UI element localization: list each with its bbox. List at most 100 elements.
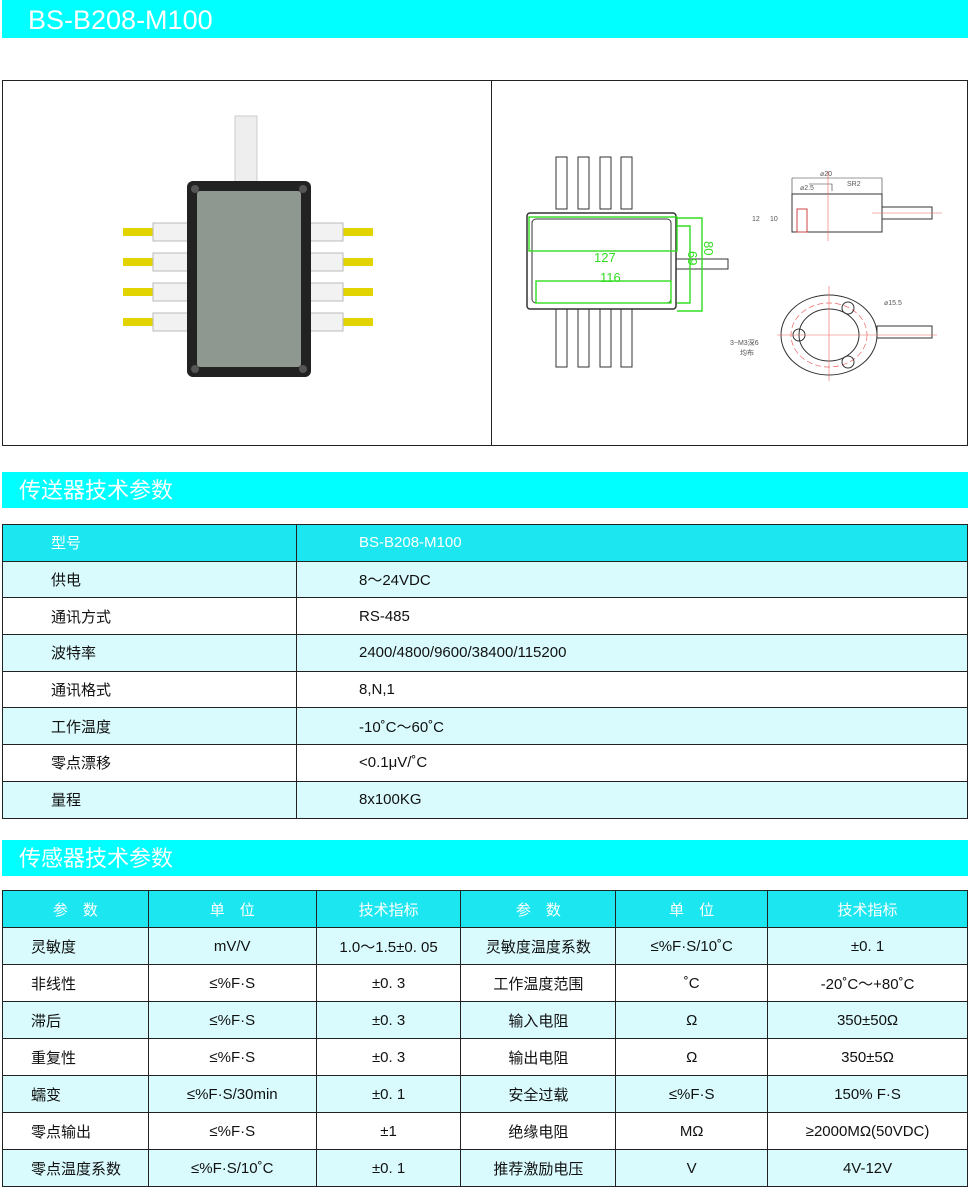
table-cell: ≥2000MΩ(50VDC) bbox=[767, 1112, 968, 1150]
table-cell: ≤%F·S bbox=[147, 964, 317, 1002]
table-cell: 技术指标 bbox=[767, 890, 968, 928]
dim-116: 116 bbox=[600, 270, 621, 285]
table-cell: 参 数 bbox=[460, 890, 617, 928]
table-cell: 单 位 bbox=[147, 890, 317, 928]
table-cell: 通讯格式 bbox=[2, 670, 297, 709]
table-cell: 通讯方式 bbox=[2, 597, 297, 636]
table-cell: 350±5Ω bbox=[767, 1038, 968, 1076]
dim-69: 69 bbox=[685, 251, 700, 265]
table-cell: 型号 bbox=[2, 524, 297, 562]
table-cell: -10˚C～60˚C bbox=[296, 707, 968, 746]
sensor-top-view bbox=[777, 286, 937, 381]
table-cell: 150% F·S bbox=[767, 1075, 968, 1113]
dim-h10: 10 bbox=[770, 216, 778, 223]
m3-note: 3−M3深6 bbox=[730, 338, 759, 347]
table-cell: V bbox=[615, 1149, 769, 1187]
sensor-section-heading: 传感器技术参数 bbox=[2, 840, 968, 876]
page-title: BS-B208-M100 bbox=[2, 0, 968, 38]
table-cell: 工作温度 bbox=[2, 707, 297, 746]
table-cell: ±0. 1 bbox=[315, 1149, 462, 1187]
dim-d20: ⌀20 bbox=[820, 171, 832, 178]
table-cell: 8～24VDC bbox=[296, 560, 968, 599]
table-cell: ≤%F·S/30min bbox=[147, 1075, 317, 1113]
table-cell: ±0. 3 bbox=[315, 964, 462, 1002]
table-cell: 非线性 bbox=[2, 964, 149, 1002]
table-cell: ±0. 1 bbox=[767, 927, 968, 965]
table-cell: 波特率 bbox=[2, 634, 297, 672]
table-cell: Ω bbox=[615, 1001, 769, 1039]
product-images: 127 116 69 80 ⌀20 ⌀2.5 SR2 12 10 ⌀15.5 3… bbox=[2, 80, 968, 446]
table-cell: RS-485 bbox=[296, 597, 968, 636]
table-row: 工作温度-10˚C～60˚C bbox=[2, 707, 968, 746]
table-cell: ≤%F·S bbox=[615, 1075, 769, 1113]
dim-h12: 12 bbox=[752, 216, 760, 223]
table-cell: 输入电阻 bbox=[460, 1001, 617, 1039]
table-cell: 零点漂移 bbox=[2, 744, 297, 782]
table-cell: 输出电阻 bbox=[460, 1038, 617, 1076]
table-cell: 工作温度范围 bbox=[460, 964, 617, 1002]
table-cell: ≤%F·S/10˚C bbox=[615, 927, 769, 965]
table-cell: 单 位 bbox=[615, 890, 769, 928]
dim-127: 127 bbox=[594, 250, 616, 265]
table-cell: 量程 bbox=[2, 780, 297, 819]
table-cell: -20˚C～+80˚C bbox=[767, 964, 968, 1002]
table-row: 零点漂移<0.1μV/˚C bbox=[2, 744, 968, 782]
table-cell: 8,N,1 bbox=[296, 670, 968, 709]
table-cell: MΩ bbox=[615, 1112, 769, 1150]
table-cell: ≤%F·S/10˚C bbox=[147, 1149, 317, 1187]
table-cell: ±0. 3 bbox=[315, 1038, 462, 1076]
box-drawing bbox=[526, 156, 729, 368]
transmitter-section-heading: 传送器技术参数 bbox=[2, 472, 968, 508]
table-cell: ±0. 3 bbox=[315, 1001, 462, 1039]
table-cell: ≤%F·S bbox=[147, 1038, 317, 1076]
table-cell: <0.1μV/˚C bbox=[296, 744, 968, 782]
table-cell: 推荐激励电压 bbox=[460, 1149, 617, 1187]
technical-drawing: 127 116 69 80 ⌀20 ⌀2.5 SR2 12 10 ⌀15.5 3… bbox=[491, 81, 968, 445]
table-cell: 技术指标 bbox=[315, 890, 462, 928]
table-cell: ≤%F·S bbox=[147, 1112, 317, 1150]
table-cell: 4V-12V bbox=[767, 1149, 968, 1187]
table-cell: ˚C bbox=[615, 964, 769, 1002]
table-cell: ±1 bbox=[315, 1112, 462, 1150]
table-cell: 零点温度系数 bbox=[2, 1149, 149, 1187]
dim-d25: ⌀2.5 bbox=[800, 185, 814, 192]
table-cell: 滞后 bbox=[2, 1001, 149, 1039]
table-cell: 灵敏度 bbox=[2, 927, 149, 965]
table-cell: 8x100KG bbox=[296, 780, 968, 819]
table-cell: 绝缘电阻 bbox=[460, 1112, 617, 1150]
product-photo bbox=[3, 81, 491, 445]
table-cell: BS-B208-M100 bbox=[296, 524, 968, 562]
sensor-side-view bbox=[791, 171, 942, 241]
table-cell: 1.0～1.5±0. 05 bbox=[315, 927, 462, 965]
table-cell: 灵敏度温度系数 bbox=[460, 927, 617, 965]
dim-80: 80 bbox=[701, 241, 716, 255]
table-cell: 2400/4800/9600/38400/115200 bbox=[296, 634, 968, 672]
table-cell: 350±50Ω bbox=[767, 1001, 968, 1039]
m3-note2: 均布 bbox=[740, 348, 754, 357]
table-cell: 安全过载 bbox=[460, 1075, 617, 1113]
table-cell: 蠕变 bbox=[2, 1075, 149, 1113]
table-cell: 参 数 bbox=[2, 890, 149, 928]
dim-d155: ⌀15.5 bbox=[884, 300, 902, 307]
table-cell: Ω bbox=[615, 1038, 769, 1076]
dim-sr2: SR2 bbox=[847, 181, 861, 188]
table-cell: ±0. 1 bbox=[315, 1075, 462, 1113]
left-cables bbox=[123, 222, 373, 332]
table-cell: ≤%F·S bbox=[147, 1001, 317, 1039]
table-cell: mV/V bbox=[147, 927, 317, 965]
